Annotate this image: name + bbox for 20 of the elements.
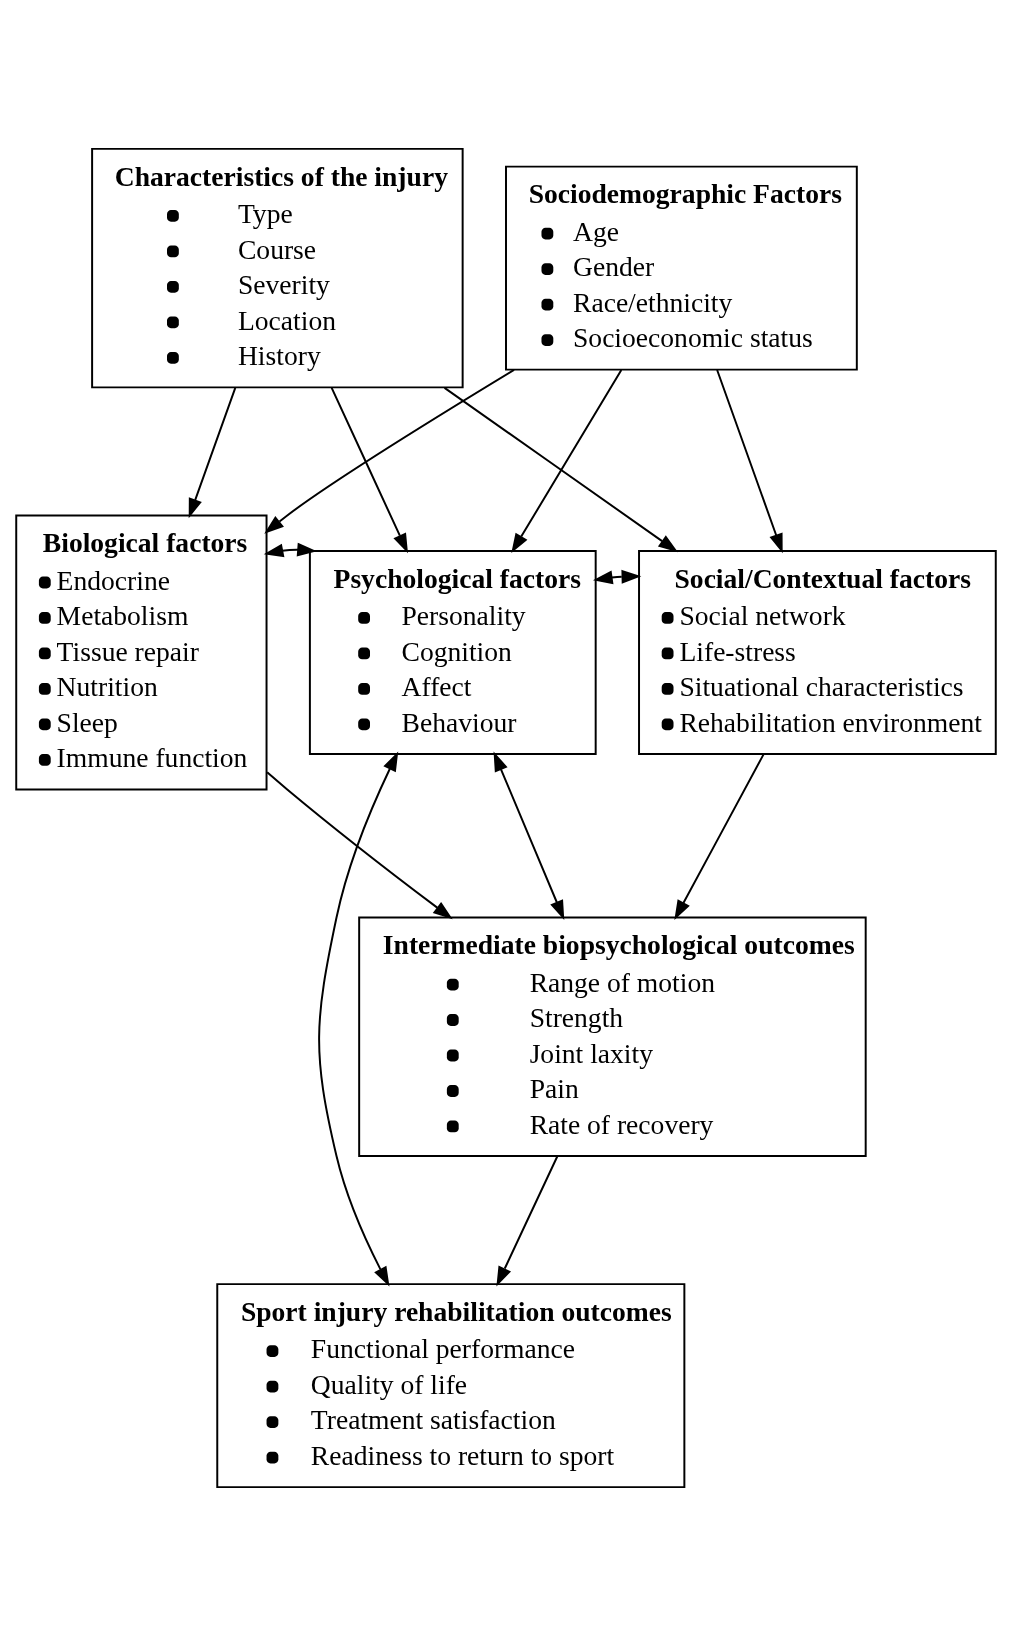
node-box: Biological factors Endocrine Metabolism Tissue repair Nutrition Sleep Immune function	[15, 514, 268, 791]
arrow	[318, 751, 399, 1287]
arrow	[493, 751, 565, 921]
arrow	[443, 386, 679, 553]
arrow	[266, 771, 453, 920]
arrow	[188, 386, 237, 519]
node-box: Psychological factors Personality Cognition Affect Behaviour	[308, 549, 597, 755]
arrow	[593, 569, 642, 585]
arrow	[716, 369, 783, 554]
node-box: Sociodemographic Factors Age Gender Race/ethnicity Socioeconomic status	[505, 165, 858, 371]
arrow	[674, 753, 765, 920]
node-box: Characteristics of the injury Type Course Severity Location History	[91, 147, 464, 389]
arrow	[264, 368, 516, 534]
node-box: Social/Contextual factors Social network Life-stress Situational characteristics Rehabilitation environment	[638, 549, 997, 755]
node-box: Sport injury rehabilitation outcomes Functional performance Quality of life Treatment satisfaction Readiness to return to sport	[216, 1283, 686, 1489]
arrow	[496, 1155, 559, 1287]
node-box: Intermediate biopsychological outcomes Range of motion Strength Joint laxity Pain Rate of recovery	[358, 916, 867, 1157]
arrow	[511, 369, 623, 554]
arrow	[330, 386, 408, 554]
arrow	[263, 542, 317, 558]
